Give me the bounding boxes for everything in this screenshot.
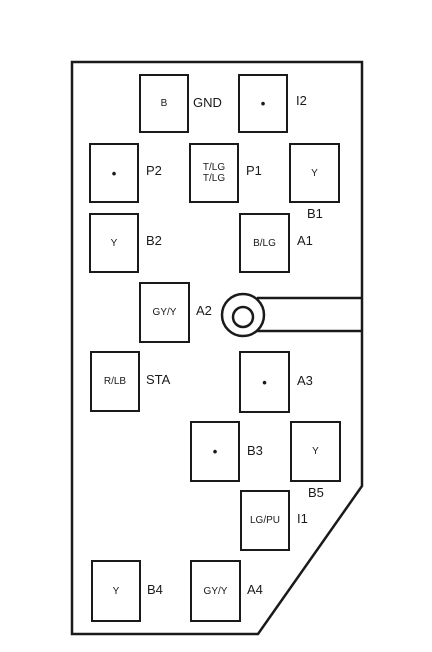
terminal-i1-box: LG/PU — [240, 490, 290, 551]
terminal-sta-label: STA — [146, 372, 171, 387]
terminal-b2-box: Y — [89, 213, 139, 273]
terminal-sta-wire: R/LB — [103, 376, 127, 387]
terminal-b3-wire: • — [212, 444, 218, 459]
terminal-b1-box: Y — [289, 143, 340, 203]
terminal-b5-wire: Y — [312, 446, 319, 457]
terminal-i2-wire: • — [260, 96, 266, 111]
terminal-b4-box: Y — [91, 560, 141, 622]
terminal-a2-box: GY/Y — [139, 282, 190, 343]
terminal-i2-label: I2 — [296, 93, 307, 108]
terminal-a3-box: • — [239, 351, 290, 413]
terminal-b2-label: B2 — [146, 233, 162, 248]
connector-outline — [70, 60, 364, 636]
terminal-a4-label: A4 — [247, 582, 263, 597]
mounting-eye-inner — [231, 305, 255, 329]
terminal-b2-wire: Y — [110, 237, 118, 249]
terminal-b1-wire: Y — [311, 167, 318, 179]
terminal-a1-box: B/LG — [239, 213, 290, 273]
terminal-i2-box: • — [238, 74, 288, 133]
terminal-b3-label: B3 — [247, 443, 263, 458]
terminal-a2-label: A2 — [196, 303, 212, 318]
terminal-b4-label: B4 — [147, 582, 163, 597]
terminal-p2-wire: • — [111, 165, 117, 181]
terminal-p2-label: P2 — [146, 163, 162, 178]
terminal-i1-label: I1 — [297, 511, 308, 526]
terminal-a1-wire: B/LG — [253, 237, 276, 249]
terminal-p1-label: P1 — [246, 163, 262, 178]
terminal-a2-wire: GY/Y — [152, 307, 177, 318]
terminal-b5-label: B5 — [308, 485, 324, 500]
terminal-p1-wire: T/LG T/LG — [202, 162, 226, 184]
terminal-p1-box: T/LG T/LG — [189, 143, 239, 203]
terminal-gnd-label: GND — [193, 95, 222, 110]
terminal-a1-label: A1 — [297, 233, 313, 248]
terminal-i1-wire: LG/PU — [249, 515, 280, 526]
terminal-b1-label: B1 — [307, 206, 323, 221]
terminal-p2-box: • — [89, 143, 139, 203]
terminal-sta-box: R/LB — [90, 351, 140, 412]
terminal-a4-box: GY/Y — [190, 560, 241, 622]
terminal-gnd-box: B — [139, 74, 189, 133]
terminal-a4-wire: GY/Y — [203, 585, 228, 597]
terminal-gnd-wire: B — [160, 98, 168, 109]
terminal-a3-label: A3 — [297, 373, 313, 388]
terminal-b4-wire: Y — [112, 585, 120, 597]
terminal-b3-box: • — [190, 421, 240, 482]
terminal-b5-box: Y — [290, 421, 341, 482]
terminal-a3-wire: • — [262, 374, 267, 390]
